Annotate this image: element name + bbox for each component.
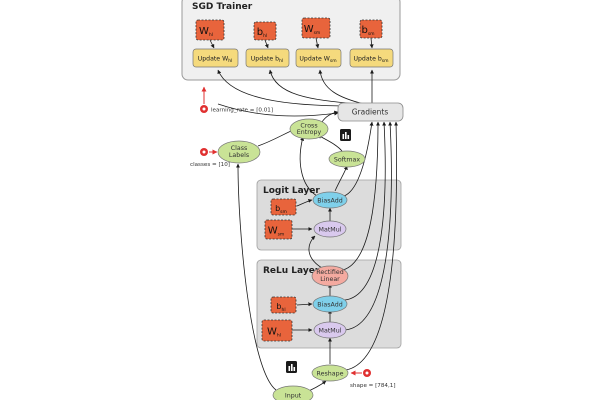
relu-matmul-node[interactable]: MatMul [313, 321, 347, 339]
shape-label: shape = [784,1] [350, 383, 396, 389]
svg-text:BiasAdd: BiasAdd [317, 198, 342, 205]
relu-weight-variable[interactable]: Whl [261, 319, 293, 342]
svg-text:Reshape: Reshape [317, 371, 344, 378]
svg-text:Input: Input [285, 393, 302, 400]
svg-text:Update bsm: Update bsm [353, 56, 388, 65]
svg-text:Whl: Whl [267, 327, 281, 339]
variable-b-hl[interactable]: bhl [253, 21, 277, 41]
svg-text:Wsm: Wsm [304, 24, 321, 36]
logit-layer-title: Logit Layer [263, 186, 320, 196]
svg-text:MatMul: MatMul [319, 328, 342, 335]
classes-label: classes = [10] [190, 162, 230, 168]
svg-text:BiasAdd: BiasAdd [317, 302, 342, 309]
update-b-hl[interactable]: Update bhl [245, 48, 290, 68]
svg-text:Update Wsm: Update Wsm [299, 56, 336, 65]
learning-rate-constant[interactable]: learning_rate = [0.01] [200, 86, 273, 114]
input-node[interactable]: Input [272, 385, 314, 404]
relu-bias-variable[interactable]: bhl [270, 296, 297, 314]
svg-text:bsm: bsm [275, 204, 287, 215]
cross-entropy-node[interactable]: Cross Entropy [289, 118, 329, 140]
class-labels-node[interactable]: Class Labels [217, 140, 261, 164]
svg-text:Update bhl: Update bhl [251, 56, 283, 65]
relu-biasadd-node[interactable]: BiasAdd [312, 295, 348, 313]
softmax-node[interactable]: Softmax [328, 150, 366, 168]
logit-bias-variable[interactable]: bsm [270, 198, 297, 216]
gradients-node[interactable]: Gradients [337, 102, 404, 122]
svg-text:Rectified: Rectified [316, 269, 343, 276]
logit-weight-variable[interactable]: Wsm [264, 219, 293, 240]
svg-text:Entropy: Entropy [297, 129, 322, 136]
shape-constant[interactable]: shape = [784,1] [350, 369, 396, 389]
svg-text:Labels: Labels [229, 152, 249, 159]
update-W-hl[interactable]: Update Whl [192, 48, 239, 68]
rectified-linear-node[interactable]: Rectified Linear [311, 265, 349, 287]
learning-rate-label: learning_rate = [0.01] [211, 108, 273, 114]
svg-text:bhl: bhl [276, 302, 285, 313]
sgd-trainer-title: SGD Trainer [192, 2, 253, 12]
relu-layer-title: ReLu Layer [263, 266, 320, 276]
variable-b-sm[interactable]: bsm [359, 19, 383, 39]
classes-constant[interactable]: classes = [10] [190, 148, 230, 168]
variable-W-hl[interactable]: Whl [195, 19, 225, 41]
sgd-trainer-group[interactable]: SGD Trainer Whl bhl Wsm bsm Update Whl [181, 0, 401, 81]
reshape-node[interactable]: Reshape [311, 364, 349, 382]
svg-text:Class: Class [231, 145, 248, 152]
svg-text:Gradients: Gradients [352, 108, 389, 117]
svg-text:Whl: Whl [199, 26, 213, 38]
summary-icon[interactable] [286, 361, 297, 373]
svg-text:Wsm: Wsm [268, 226, 285, 238]
summary-icon[interactable] [340, 129, 351, 141]
logit-matmul-node[interactable]: MatMul [313, 220, 347, 238]
logit-layer-group[interactable]: Logit Layer [256, 179, 402, 251]
svg-text:Softmax: Softmax [334, 157, 360, 164]
svg-text:bsm: bsm [361, 25, 374, 37]
logit-biasadd-node[interactable]: BiasAdd [312, 191, 348, 209]
svg-text:Update Whl: Update Whl [198, 56, 233, 65]
update-b-sm[interactable]: Update bsm [349, 48, 394, 68]
variable-W-sm[interactable]: Wsm [301, 17, 331, 39]
update-W-sm[interactable]: Update Wsm [295, 48, 342, 68]
svg-text:bhl: bhl [257, 27, 267, 39]
svg-text:Cross: Cross [300, 123, 317, 130]
svg-text:Linear: Linear [320, 276, 340, 283]
svg-text:MatMul: MatMul [319, 227, 342, 234]
